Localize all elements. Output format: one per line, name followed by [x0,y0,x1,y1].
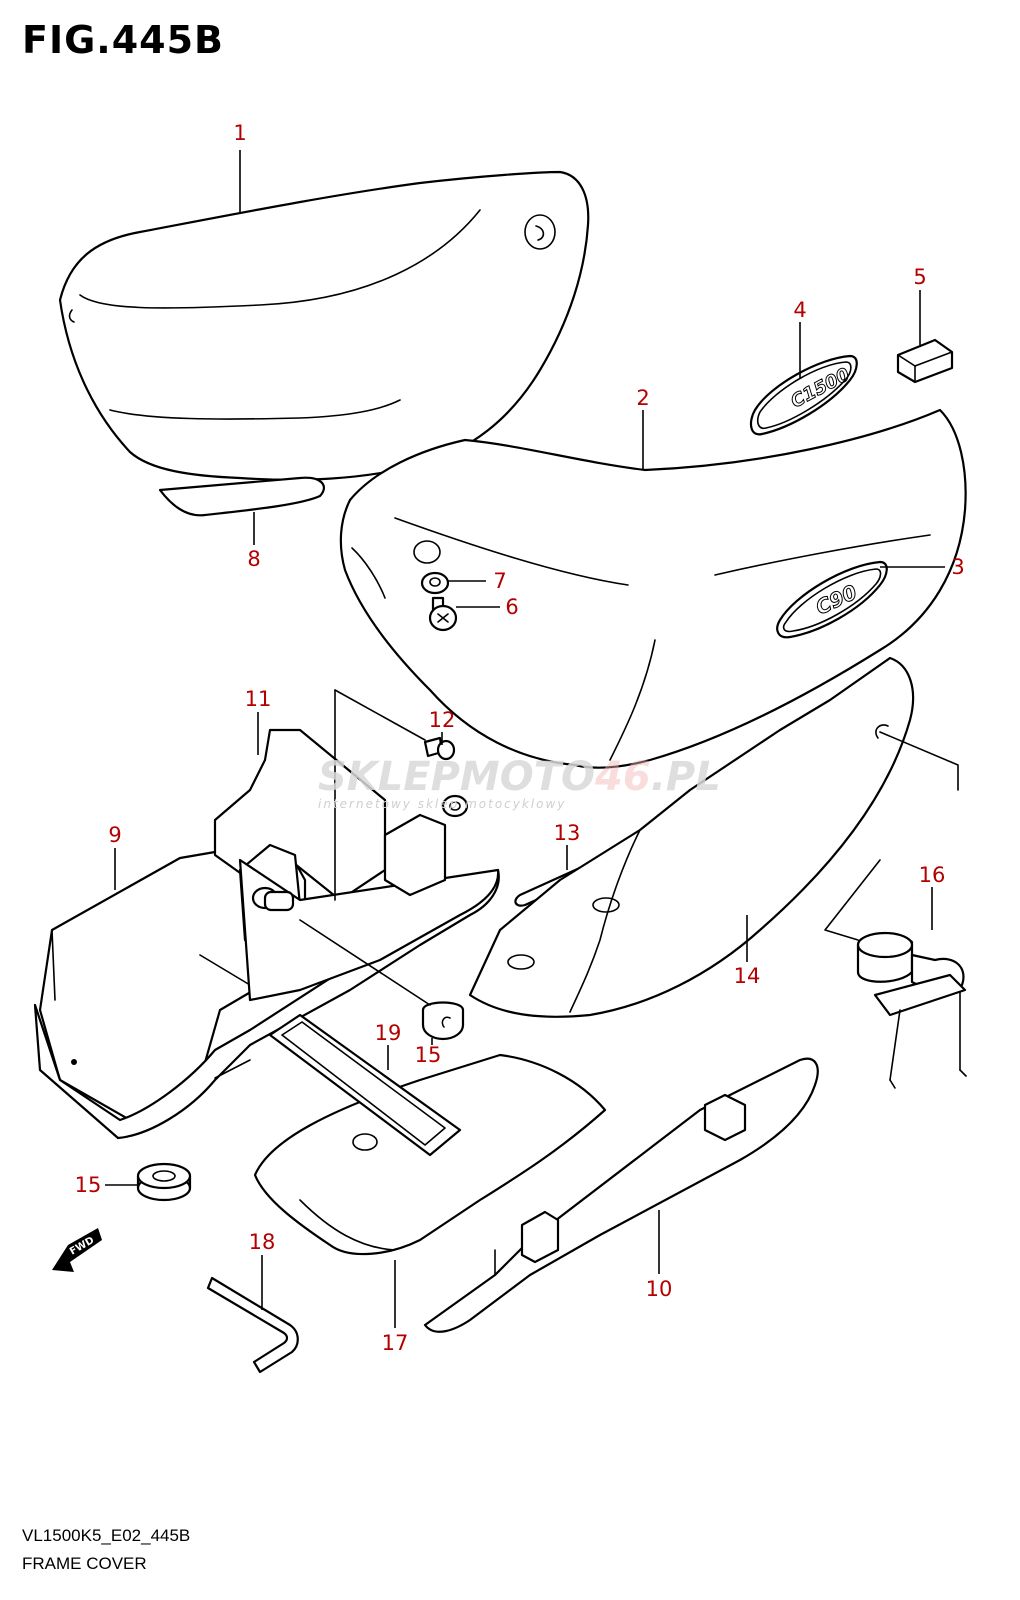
part-14-lower-side-cover[interactable] [468,656,915,1018]
leader-lines [105,150,945,1328]
assembly-guide-lines [299,731,959,1006]
part-15-grommet-c[interactable] [136,1162,192,1202]
part-6-screw[interactable] [428,596,458,632]
callout-19: 19 [375,1021,402,1045]
figure-title: FIG.445B [22,18,225,62]
callout-18: 18 [249,1230,276,1254]
part-5-cushion[interactable] [896,338,954,384]
part-1-left-frame-cover[interactable] [58,170,590,517]
callout-7: 7 [493,569,506,593]
part-12-bolt[interactable] [423,736,456,761]
part-3-emblem-c90[interactable]: C90 [776,560,888,639]
fwd-arrow-icon: FWD [52,1228,102,1272]
callout-5: 5 [913,265,926,289]
callout-16: 16 [919,863,946,887]
callout-6: 6 [505,595,518,619]
part-15-grommet-b[interactable] [441,794,469,818]
callout-9: 9 [108,823,121,847]
footer-model-code: VL1500K5_E02_445B [22,1526,191,1545]
callout-numbers: 1 2 3 4 5 6 7 8 9 10 11 12 13 14 15 15 1… [75,121,965,1355]
callout-14: 14 [734,964,761,988]
callout-1: 1 [233,121,246,145]
footer-section-name: FRAME COVER [22,1554,147,1573]
part-10-rail-cover[interactable] [423,1057,819,1333]
part-16-seat-lock[interactable] [856,931,967,1089]
callout-8: 8 [247,547,260,571]
callout-17: 17 [382,1331,409,1355]
part-18-hex-wrench[interactable] [206,1276,299,1374]
callout-3: 3 [951,555,964,579]
part-19-strap[interactable] [268,1013,462,1157]
part-4-emblem-c1500[interactable]: C1500 [749,354,858,436]
callout-15-a: 15 [415,1043,442,1067]
callout-11: 11 [245,687,272,711]
callout-13: 13 [554,821,581,845]
part-11-bracket[interactable] [213,689,500,1002]
callout-4: 4 [793,298,806,322]
callout-2: 2 [636,386,649,410]
callout-15-c: 15 [75,1173,102,1197]
callout-12: 12 [429,708,456,732]
svg-text:internetowy sklep motocyklowy: internetowy sklep motocyklowy [318,797,566,811]
svg-text:SKLEPMOTO46.PL: SKLEPMOTO46.PL [318,754,721,800]
part-7-washer[interactable] [420,571,450,595]
part-2-right-frame-cover[interactable] [339,408,967,769]
part-15-grommet-a[interactable] [421,1001,465,1041]
watermark: SKLEPMOTO46.PL internetowy sklep motocyk… [318,754,721,811]
callout-10: 10 [646,1277,673,1301]
